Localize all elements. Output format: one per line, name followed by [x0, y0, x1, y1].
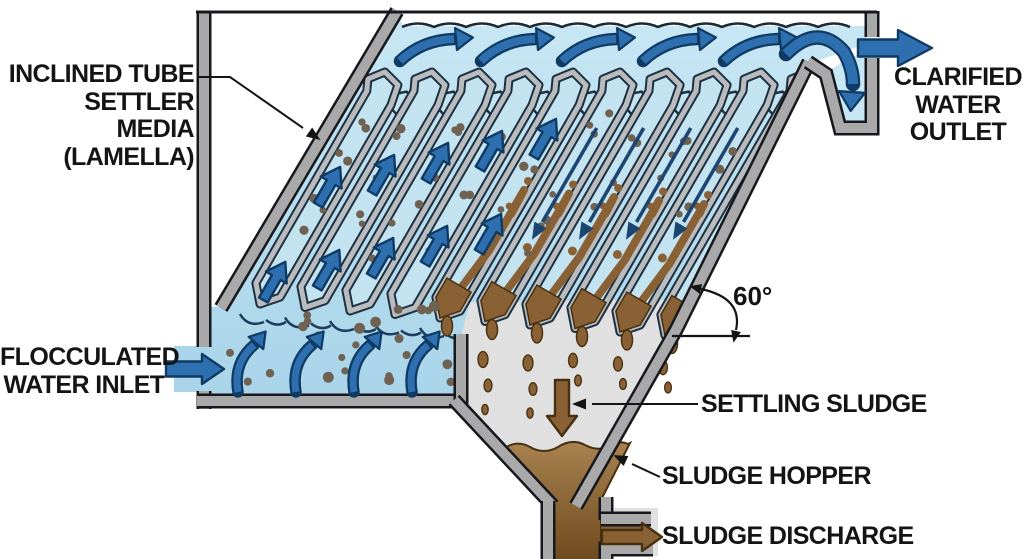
flocculated-water-inlet-label: FLOCCULATED WATER INLET — [0, 343, 180, 399]
inclined-media-label: INCLINED TUBE SETTLER MEDIA (LAMELLA) — [8, 60, 195, 171]
settling-sludge-arrow — [545, 378, 579, 438]
settling-sludge-label: SETTLING SLUDGE — [701, 390, 927, 418]
media-top-plate — [214, 7, 404, 312]
incline-angle-label: 60° — [733, 281, 773, 311]
annotations — [197, 76, 750, 478]
flow-arrows — [164, 26, 934, 553]
sludge-discharge-label: SLUDGE DISCHARGE — [662, 522, 914, 550]
water-surface — [401, 22, 851, 29]
clarified-water-outlet-label: CLARIFIED WATER OUTLET — [894, 63, 1023, 146]
tank-walls — [196, 10, 880, 559]
sludge-hopper-label: SLUDGE HOPPER — [662, 462, 872, 490]
